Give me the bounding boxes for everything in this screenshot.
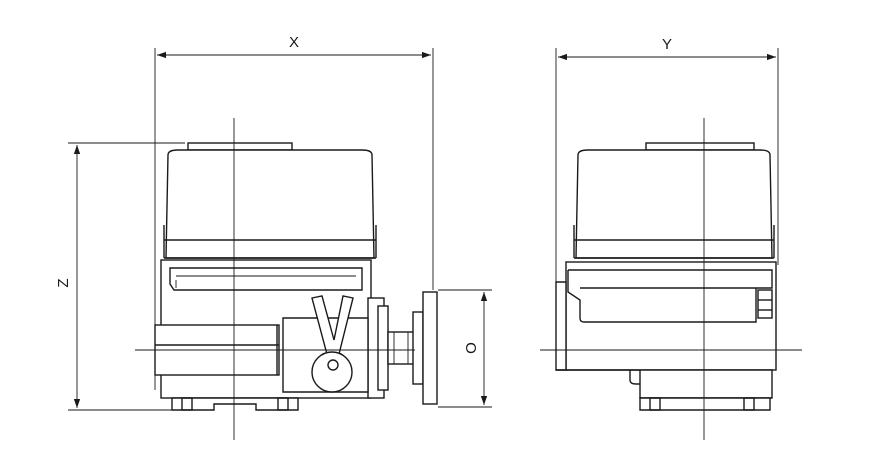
dimension-x-label: X <box>289 34 299 51</box>
front-view: X Z O <box>55 34 492 440</box>
dimension-o-label: O <box>463 342 480 354</box>
side-view: Y <box>540 36 802 440</box>
dimension-y: Y <box>555 36 779 290</box>
front-centerlines <box>135 118 415 440</box>
dimension-z: Z <box>55 142 185 411</box>
side-actuator-body <box>555 142 777 411</box>
dimension-y-label: Y <box>662 36 672 53</box>
front-handwheel-assembly <box>282 291 438 405</box>
dimension-z-label: Z <box>55 278 72 287</box>
side-centerlines <box>540 118 802 440</box>
dimension-o: O <box>438 289 492 408</box>
